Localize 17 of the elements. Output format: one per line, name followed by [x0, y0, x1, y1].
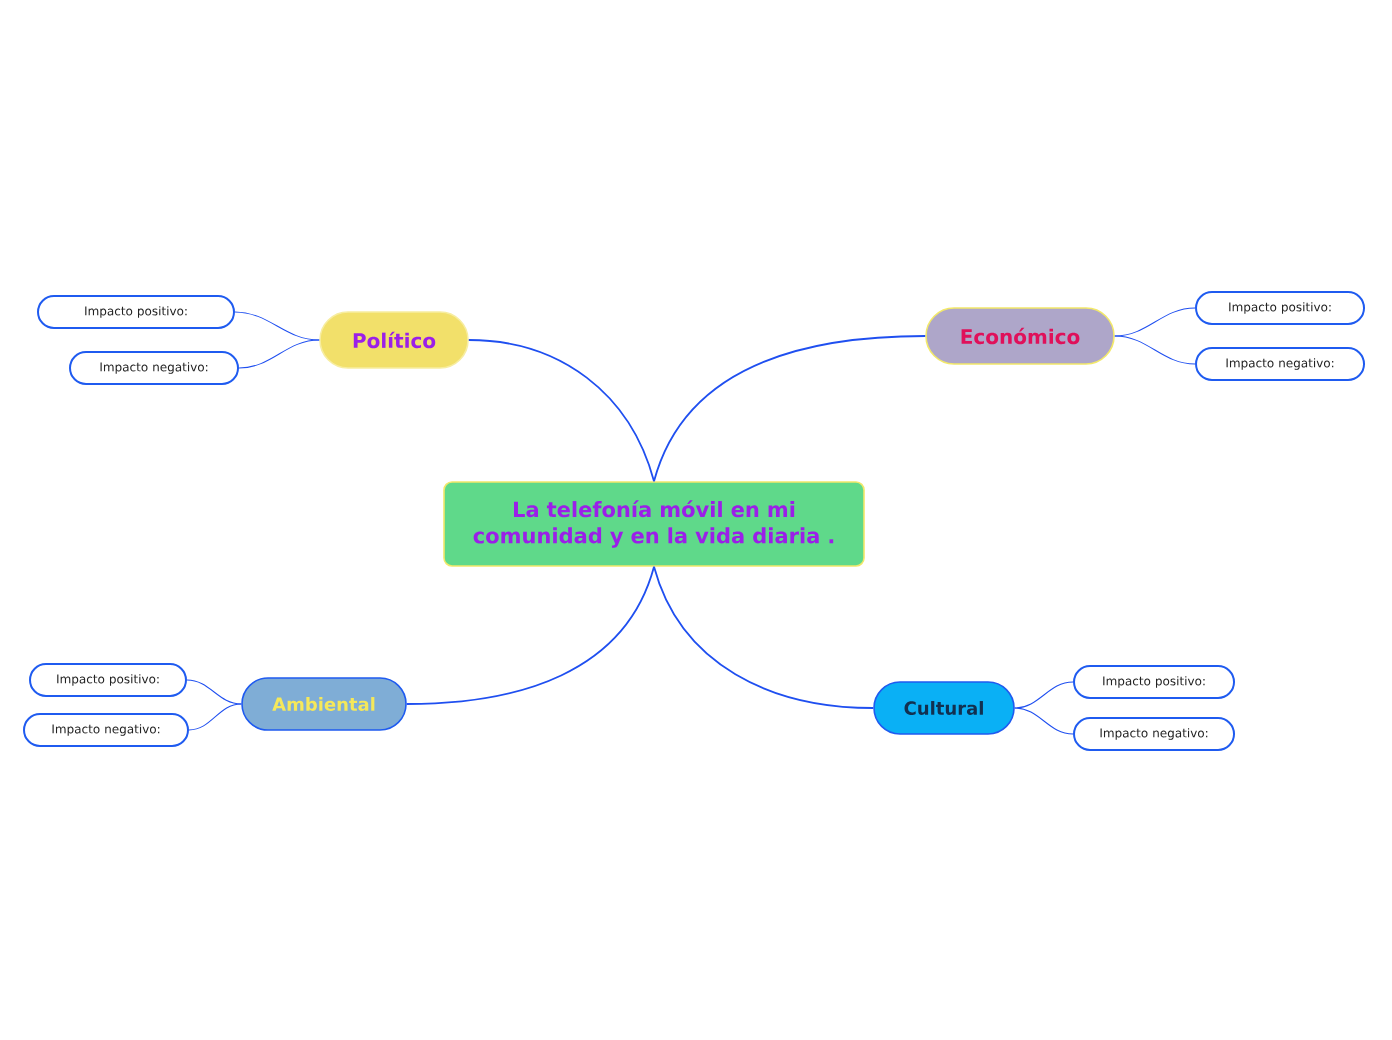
connector: [405, 565, 655, 705]
connector: [188, 703, 242, 731]
connector: [653, 335, 927, 483]
connector: [238, 339, 320, 369]
connector: [1114, 335, 1196, 365]
connector: [1014, 681, 1074, 709]
topic-box: Económico: [925, 307, 1115, 365]
connector: [1014, 707, 1074, 735]
connector: [186, 679, 242, 705]
topic-box: Político: [319, 311, 469, 369]
connector: [467, 339, 655, 483]
connector: [234, 311, 320, 341]
central-topic-box: La telefonía móvil en mi comunidad y en la vida diaria .: [443, 481, 865, 567]
topic-box: Cultural: [873, 681, 1015, 735]
topic-box: Ambiental: [241, 677, 407, 731]
connector: [1114, 307, 1196, 337]
connector: [653, 565, 875, 709]
